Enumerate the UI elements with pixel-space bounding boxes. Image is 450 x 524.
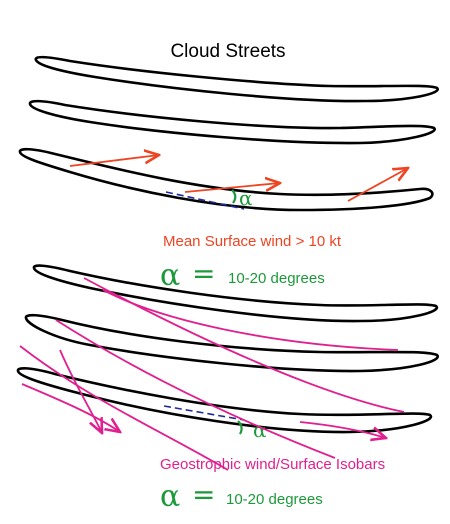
surface-wind-arrows — [69, 155, 408, 202]
cloud-street-band-3 — [18, 147, 434, 212]
surface-wind-arrow-1 — [69, 155, 159, 167]
cloud-street-axis-reference-bottom — [163, 405, 245, 421]
isobar-arrow-5 — [21, 383, 120, 432]
top-cloud-streets — [18, 55, 439, 212]
cloud-street-band-4 — [32, 264, 439, 323]
cloud-street-band-5 — [24, 313, 439, 373]
bottom-cloud-streets — [16, 264, 439, 434]
isobar-line-2 — [83, 277, 405, 413]
isobar-arrow-6 — [59, 349, 102, 433]
cloud-street-band-6 — [16, 367, 433, 434]
diagram-title: Cloud Streets — [170, 41, 285, 62]
cloud-street-axis-reference — [165, 191, 245, 210]
surface-wind-arrow-3 — [347, 168, 408, 202]
geostrophic-wind-isobars — [19, 277, 405, 471]
geostrophic-wind-label: Geostrophic wind/Surface Isobars — [160, 456, 385, 473]
angle-range-top: 10-20 degrees — [228, 270, 325, 287]
isobar-line-4 — [19, 345, 229, 471]
angle-arc-bottom — [237, 420, 243, 435]
angle-equation-symbol-bottom: α — [160, 479, 180, 514]
surface-wind-arrow-2 — [184, 183, 280, 193]
isobar-line-3 — [55, 319, 336, 459]
surface-wind-label: Mean Surface wind > 10 kt — [163, 233, 342, 250]
angle-arc-top — [231, 189, 237, 204]
angle-range-bottom: 10-20 degrees — [226, 491, 323, 508]
angle-symbol-bottom: α — [253, 418, 267, 442]
angle-equals-sign-top: = — [192, 257, 215, 290]
angle-symbol-top: α — [239, 186, 253, 210]
angle-equation-symbol-top: α — [160, 258, 180, 293]
angle-equals-sign-bottom: = — [192, 478, 215, 511]
cloud-street-band-2 — [28, 99, 436, 145]
isobar-arrow-7 — [299, 421, 386, 438]
cloud-street-band-1 — [34, 55, 439, 103]
